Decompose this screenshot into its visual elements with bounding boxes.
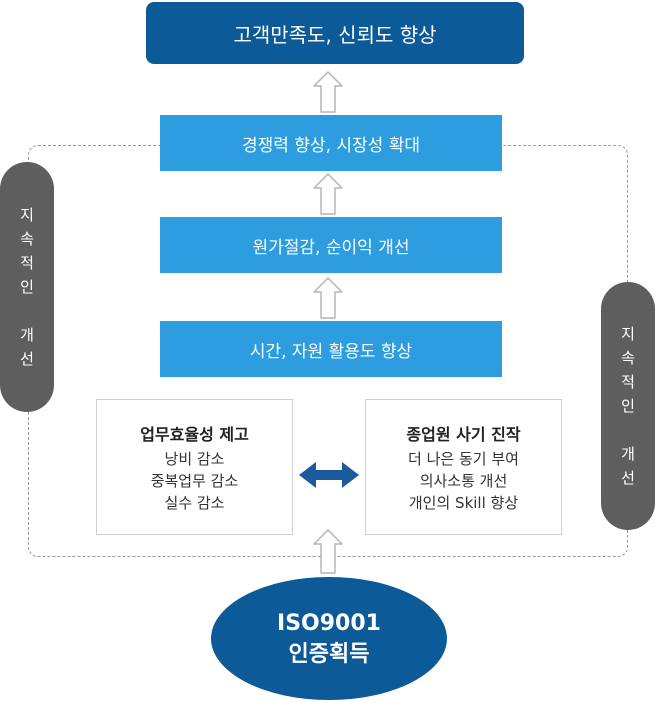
top-goal-label: 고객만족도, 신뢰도 향상 — [233, 22, 437, 47]
resource-utilization-box: 시간, 자원 활용도 향상 — [160, 321, 502, 377]
side-char: 지 — [621, 325, 635, 343]
side-char: 선 — [20, 350, 34, 368]
list-item: 낭비 감소 — [164, 450, 225, 468]
list-item: 의사소통 개선 — [419, 472, 508, 490]
up-arrow-icon — [313, 529, 343, 574]
list-item: 실수 감소 — [164, 494, 225, 512]
certification-label: 인증획득 — [288, 641, 370, 667]
continuous-improvement-pill-left: 지 속 적 인 개 선 — [0, 162, 54, 412]
side-char: 선 — [621, 469, 635, 487]
competitiveness-label: 경쟁력 향상, 시장성 확대 — [241, 135, 420, 156]
side-char: 적 — [20, 254, 34, 272]
iso-label: ISO9001 — [277, 610, 381, 636]
side-char: 속 — [20, 230, 34, 248]
employee-morale-title: 종업원 사기 진작 — [406, 425, 521, 444]
side-char: 개 — [20, 326, 34, 344]
work-efficiency-title: 업무효율성 제고 — [140, 425, 249, 444]
resource-utilization-label: 시간, 자원 활용도 향상 — [249, 341, 413, 362]
side-char: 인 — [20, 278, 34, 296]
up-arrow-icon — [313, 71, 343, 113]
list-item: 중복업무 감소 — [150, 472, 239, 490]
up-arrow-icon — [313, 173, 343, 215]
cost-reduction-label: 원가절감, 순이익 개선 — [252, 237, 410, 258]
competitiveness-box: 경쟁력 향상, 시장성 확대 — [160, 115, 502, 171]
cost-reduction-box: 원가절감, 순이익 개선 — [160, 217, 502, 273]
side-char: 지 — [20, 206, 34, 224]
list-item: 개인의 Skill 향상 — [408, 494, 519, 512]
side-char: 속 — [621, 349, 635, 367]
side-char: 적 — [621, 373, 635, 391]
side-char: 개 — [621, 445, 635, 463]
employee-morale-box: 종업원 사기 진작 더 나은 동기 부여 의사소통 개선 개인의 Skill 향… — [365, 399, 562, 535]
double-arrow-icon — [299, 462, 359, 488]
iso-certification-ellipse: ISO9001 인증획득 — [211, 577, 447, 700]
list-item: 더 나은 동기 부여 — [408, 450, 519, 468]
up-arrow-icon — [313, 277, 343, 319]
work-efficiency-box: 업무효율성 제고 낭비 감소 중복업무 감소 실수 감소 — [96, 399, 293, 535]
side-char: 인 — [621, 397, 635, 415]
continuous-improvement-pill-right: 지 속 적 인 개 선 — [601, 282, 655, 530]
top-goal-box: 고객만족도, 신뢰도 향상 — [146, 2, 524, 64]
